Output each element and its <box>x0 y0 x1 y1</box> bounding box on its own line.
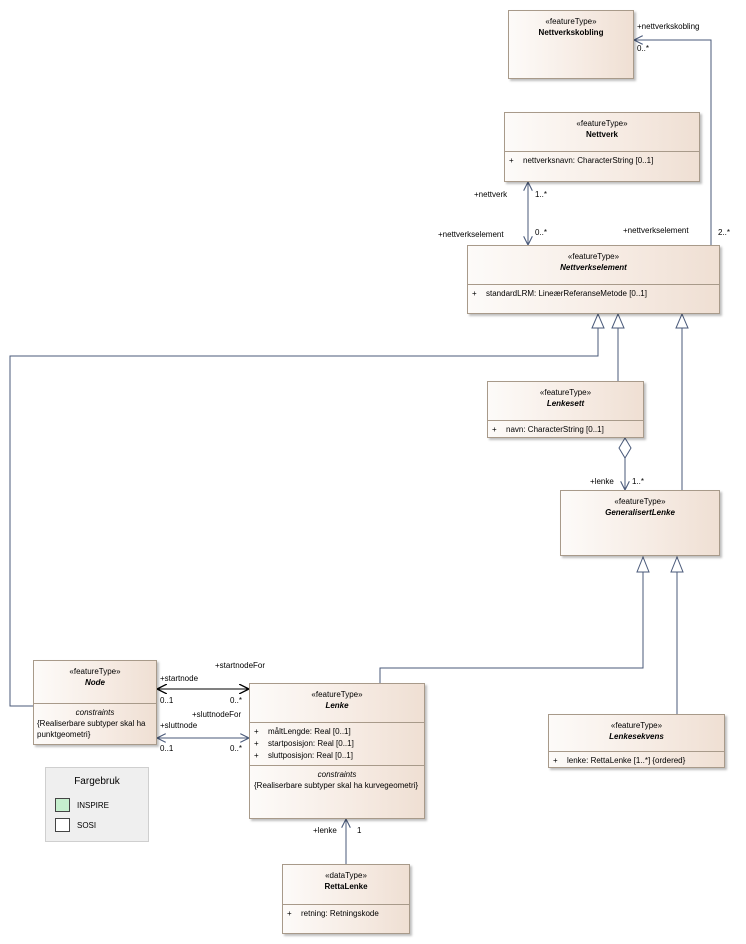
stereotype: «featureType» <box>567 252 620 261</box>
class-generalisertlenke[interactable]: «featureType» GeneralisertLenke <box>560 490 720 556</box>
attribute: +sluttposisjon: Real [0..1] <box>254 751 353 760</box>
role-label: +lenke <box>313 826 337 835</box>
constraints-title: constraints <box>75 708 115 717</box>
legend-label: INSPIRE <box>77 800 110 810</box>
legend-label: SOSI <box>77 820 97 830</box>
stereotype: «featureType» <box>576 119 628 128</box>
multiplicity-label: 1..* <box>632 477 645 486</box>
multiplicity-label: 0..* <box>535 228 548 237</box>
legend-swatch <box>55 798 70 812</box>
attribute: +måltLengde: Real [0..1] <box>254 727 351 736</box>
multiplicity-label: 0..1 <box>160 744 174 753</box>
multiplicity-label: 0..1 <box>160 696 174 705</box>
class-name: GeneralisertLenke <box>605 508 675 517</box>
class-name: Lenke <box>325 701 349 710</box>
stereotype: «featureType» <box>614 497 666 506</box>
class-rettalenke[interactable]: «dataType» RettaLenke +retning: Retningsk… <box>282 864 410 934</box>
stereotype: «featureType» <box>69 667 121 676</box>
class-nettverk[interactable]: «featureType» Nettverk +nettverksnavn: Ch… <box>504 112 700 182</box>
stereotype: «featureType» <box>545 17 597 26</box>
stereotype: «featureType» <box>539 388 592 397</box>
multiplicity-label: 2..* <box>718 228 731 237</box>
attribute: +standardLRM: LineærReferanseMetode [0..… <box>472 289 647 298</box>
class-name: Nettverkselement <box>560 263 627 272</box>
class-lenkesett[interactable]: «featureType» Lenkesett +navn: CharacterS… <box>487 381 644 438</box>
role-label: +nettverk <box>474 190 508 199</box>
attribute: +startposisjon: Real [0..1] <box>254 739 354 748</box>
attribute: +nettverksnavn: CharacterString [0..1] <box>509 156 654 165</box>
class-name: Nettverkskobling <box>538 28 604 37</box>
role-label: +lenke <box>590 477 614 486</box>
legend-item-sosi: SOSI <box>55 818 96 832</box>
class-name: Nettverk <box>585 130 618 139</box>
multiplicity-label: 0..* <box>230 744 243 753</box>
edge-generalisertlenke-generalization <box>675 312 689 490</box>
class-name: RettaLenke <box>324 882 368 891</box>
class-name: Node <box>85 678 105 687</box>
stereotype: «dataType» <box>325 871 367 880</box>
color-legend: Fargebruk INSPIRE SOSI <box>45 767 149 842</box>
role-label: +startnode <box>160 674 199 683</box>
role-label: +nettverkselement <box>438 230 504 239</box>
constraint-text: {Realiserbare subtyper skal ha kurvegeom… <box>254 781 419 790</box>
class-nettverkskobling[interactable]: «featureType» Nettverkskobling <box>508 10 634 79</box>
multiplicity-label: 0..* <box>637 44 650 53</box>
constraints-title: constraints <box>317 770 357 779</box>
role-label: +sluttnode <box>160 721 198 730</box>
multiplicity-label: 1 <box>357 826 362 835</box>
stereotype: «featureType» <box>610 721 663 730</box>
constraint-text: {Realiserbare subtyper skal ha punktgeom… <box>37 719 146 739</box>
attribute: +retning: Retningskode <box>287 909 379 918</box>
class-nettverkselement[interactable]: «featureType» Nettverkselement +standardL… <box>467 245 720 314</box>
attribute: +navn: CharacterString [0..1] <box>492 425 604 434</box>
edge-node-generalization <box>9 312 605 707</box>
class-node[interactable]: «featureType» Node constraints {Realiserb… <box>33 660 157 745</box>
class-lenkesekvens[interactable]: «featureType» Lenkesekvens +lenke: RettaL… <box>548 714 725 768</box>
stereotype: «featureType» <box>311 690 363 699</box>
attribute: +lenke: RettaLenke [1..*] {ordered} <box>553 756 686 765</box>
edge-lenkesett-generalization <box>611 312 625 381</box>
role-label: +nettverkskobling <box>637 22 700 31</box>
role-label: +startnodeFor <box>215 661 266 670</box>
legend-swatch <box>55 818 70 832</box>
role-label: +nettverkselement <box>623 226 689 235</box>
edge-nettverkskobling <box>634 40 712 245</box>
multiplicity-label: 0..* <box>230 696 243 705</box>
edge-lenkesett-aggregation <box>618 437 632 490</box>
class-lenke[interactable]: «featureType» Lenke +måltLengde: Real [0.… <box>249 683 425 819</box>
role-label: +sluttnodeFor <box>192 710 242 719</box>
legend-item-inspire: INSPIRE <box>55 798 109 812</box>
legend-title: Fargebruk <box>74 776 120 787</box>
edge-lenkesekvens-generalization <box>670 555 684 714</box>
multiplicity-label: 1..* <box>535 190 548 199</box>
edge-lenke-generalization <box>379 555 650 683</box>
class-name: Lenkesekvens <box>609 732 664 741</box>
class-name: Lenkesett <box>546 399 585 408</box>
